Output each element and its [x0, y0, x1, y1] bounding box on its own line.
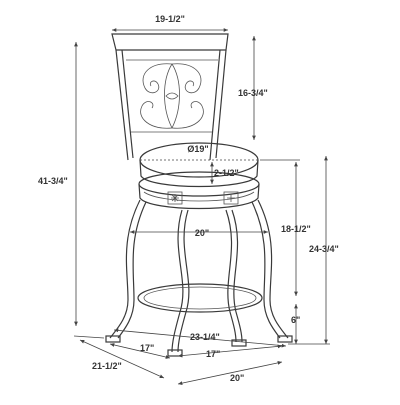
backrest-right-post — [215, 49, 227, 159]
backrest-left-post — [115, 49, 129, 161]
apron-medallion — [167, 191, 239, 205]
stool-legs — [109, 199, 289, 353]
label-total-height: 41-3/4" — [38, 176, 68, 186]
dimension-labels: 19-1/2" 16-3/4" 41-3/4" Ø19" 2-1/2" 20" … — [38, 14, 339, 383]
dim-base-depth-outer — [79, 339, 165, 379]
label-backrest-height: 16-3/4" — [238, 88, 268, 98]
dim-base-width-outer — [177, 361, 283, 385]
dimension-lines — [73, 28, 330, 385]
foot-left — [105, 335, 121, 343]
footrest-ring — [137, 283, 263, 313]
foot-front — [167, 349, 183, 357]
scroll-ornament — [140, 63, 204, 129]
label-back-width: 19-1/2" — [155, 14, 185, 24]
backrest-top-rail — [111, 33, 229, 51]
label-inner-width: 20" — [195, 228, 209, 238]
foot-right — [277, 335, 293, 343]
label-footrest-height: 6" — [291, 315, 300, 325]
label-seat-height: 18-1/2" — [281, 224, 311, 234]
label-cushion-thickness: 2-1/2" — [214, 168, 239, 178]
label-base-width-outer: 20" — [230, 373, 244, 383]
label-base-depth-outer: 21-1/2" — [92, 361, 122, 371]
seat-cushion-side — [139, 159, 259, 188]
dim-base-width-inner — [177, 344, 283, 358]
swivel-ring — [138, 171, 260, 197]
apron — [138, 183, 260, 210]
dim-base-diagonal — [113, 328, 287, 348]
label-base-depth-inner: 17" — [140, 343, 154, 353]
label-base-width-inner: 17" — [206, 349, 220, 359]
stool-illustration — [105, 33, 293, 357]
label-base-to-seat-height: 24-3/4" — [309, 244, 339, 254]
label-base-diagonal: 23-1/4" — [190, 332, 220, 342]
label-seat-diameter: Ø19" — [187, 144, 208, 154]
